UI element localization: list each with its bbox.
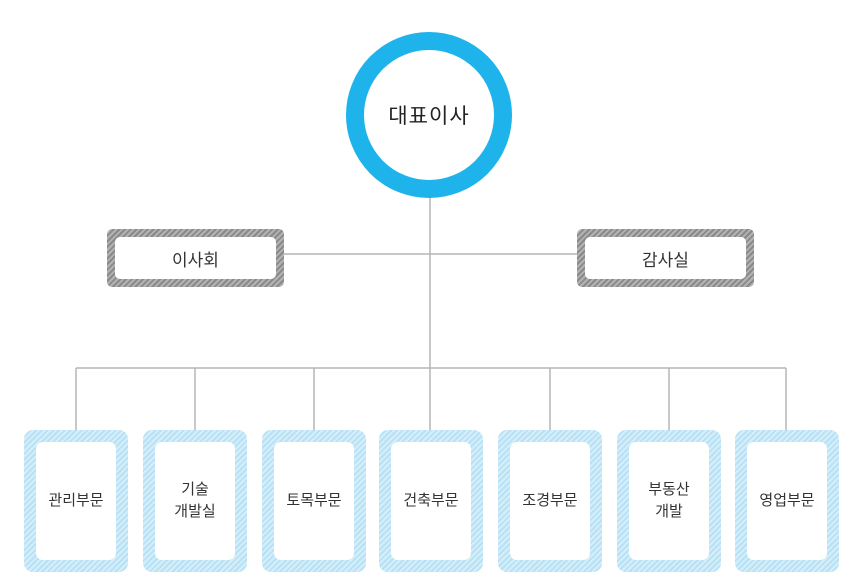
dept-node-tech-dev: 기술 개발실 bbox=[143, 430, 247, 572]
dept-label: 토목부문 bbox=[274, 442, 354, 560]
dept-label: 관리부문 bbox=[36, 442, 116, 560]
dept-label: 건축부문 bbox=[391, 442, 471, 560]
board-label: 이사회 bbox=[115, 237, 276, 279]
audit-node: 감사실 bbox=[577, 229, 754, 287]
dept-node-landscape: 조경부문 bbox=[498, 430, 602, 572]
dept-label: 조경부문 bbox=[510, 442, 590, 560]
dept-label: 기술 개발실 bbox=[155, 442, 235, 560]
audit-label: 감사실 bbox=[585, 237, 746, 279]
dept-node-sales: 영업부문 bbox=[735, 430, 839, 572]
dept-node-architecture: 건축부문 bbox=[379, 430, 483, 572]
dept-node-civil: 토목부문 bbox=[262, 430, 366, 572]
dept-label: 영업부문 bbox=[747, 442, 827, 560]
ceo-label: 대표이사 bbox=[388, 104, 470, 128]
board-node: 이사회 bbox=[107, 229, 284, 287]
ceo-node: 대표이사 bbox=[346, 32, 512, 198]
dept-node-management: 관리부문 bbox=[24, 430, 128, 572]
dept-label: 부동산 개발 bbox=[629, 442, 709, 560]
dept-node-real-estate: 부동산 개발 bbox=[617, 430, 721, 572]
